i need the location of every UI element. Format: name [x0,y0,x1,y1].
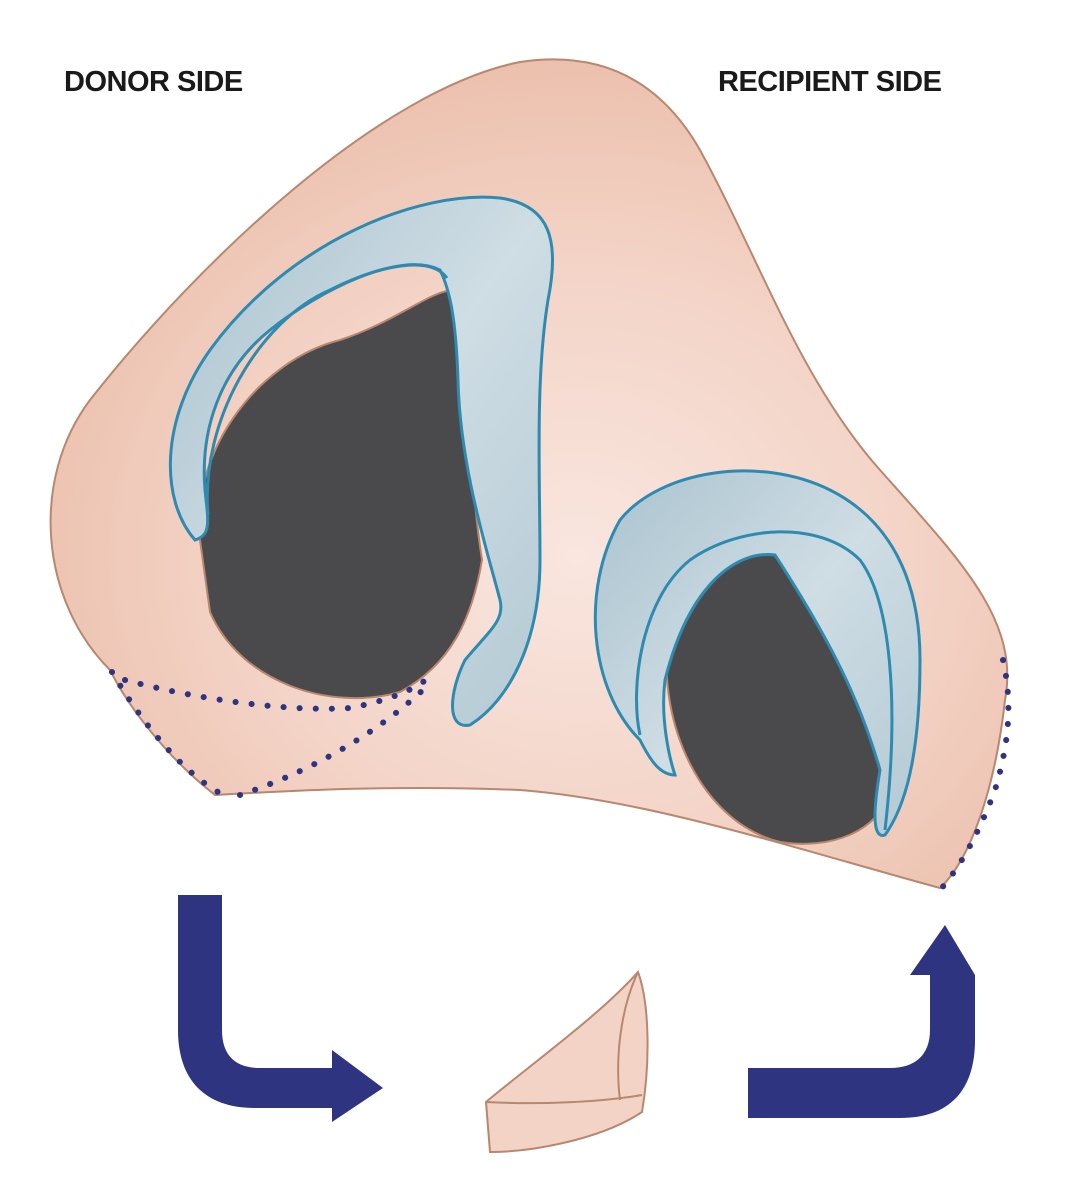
recipient-incision [937,657,1012,893]
donor-side-label: DONOR SIDE [64,66,243,98]
graft-top-line [617,971,639,1101]
arrow-donor-to-graft [178,895,383,1122]
donor-incision-upper [122,672,435,712]
right-cartilage-inner-line [635,530,894,831]
cartilage-graft-piece [484,970,649,1154]
incision-dotted-lines [109,657,1012,893]
right-lateral-crus-cartilage [593,469,922,837]
arrow-graft-to-recipient [748,925,975,1118]
left-cartilage-inner-line [205,263,449,516]
recipient-side-label: RECIPIENT SIDE [718,66,942,98]
graft-edge-line [485,1094,643,1105]
donor-incision-outer [109,669,221,795]
